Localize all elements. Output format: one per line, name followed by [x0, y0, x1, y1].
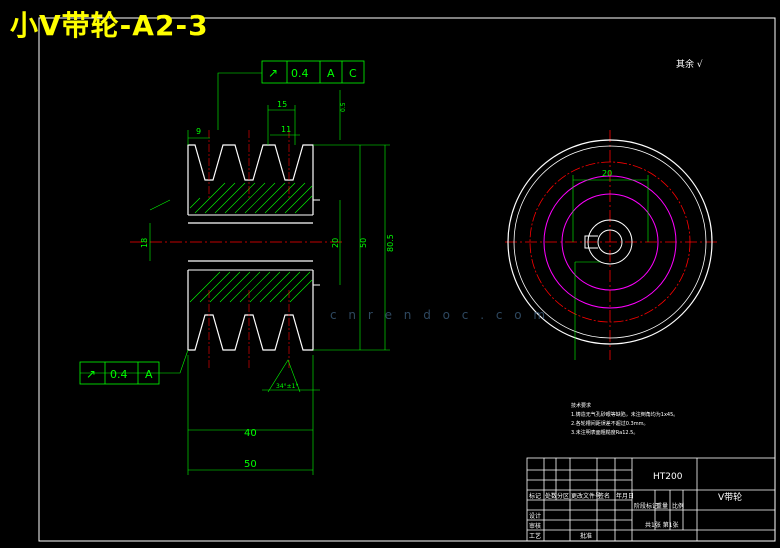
fcf-bottom-symbol: ↗ [86, 367, 96, 381]
front-view: 20 [505, 130, 720, 360]
dim-front-top: 20 [602, 169, 612, 178]
hatch-top [189, 182, 313, 214]
fcf-top [261, 60, 365, 84]
roughness-symbol-icon: √ [696, 60, 703, 70]
tb-label-design: 设计 [529, 513, 542, 520]
tb-label-change: 更改文件号 [571, 493, 602, 500]
tech-note-1: 1.铸造无气孔砂眼等缺陷，未注倒角均为1x45。 [571, 412, 679, 418]
pitch-circle [529, 161, 691, 323]
groove-circle-1 [513, 145, 707, 339]
roughness-label: 其余 [676, 60, 695, 70]
section-dimensions [80, 72, 390, 475]
tb-label-stage: 阶段标记 [634, 503, 659, 510]
fcf-bottom-datum1: A [145, 368, 153, 381]
dim-groove-pitch: 15 [277, 100, 287, 109]
tb-label-scale: 比例 [672, 503, 685, 510]
tb-label-count: 处数 [545, 493, 558, 500]
title-block [526, 457, 776, 542]
outer-circle [507, 139, 713, 345]
keyway [584, 235, 598, 249]
tb-label-date: 年月日 [616, 493, 635, 500]
dim-tolerance: 0.5 [340, 102, 347, 112]
inner-circle-1 [543, 175, 677, 309]
fcf-bottom-value: 0.4 [110, 368, 128, 381]
front-dimensions [572, 175, 649, 360]
title-block-material: HT200 [653, 472, 683, 482]
bore-circle [597, 229, 623, 255]
tb-label-zone: 分区 [557, 493, 570, 500]
roughness-note: 其余 √ [676, 57, 703, 70]
fcf-top-symbol: ↗ [268, 66, 278, 80]
tech-note-3: 3.未注明表面粗糙度Ra12.5。 [571, 430, 639, 436]
drawing-title: 小V带轮-A2-3 [10, 9, 209, 42]
title-block-sheet: 共1张 第1张 [645, 522, 679, 529]
groove-axes [208, 130, 290, 370]
tech-notes: 技术要求 1.铸造无气孔砂眼等缺陷，未注倒角均为1x45。 2.各轮槽间距误差不… [571, 402, 678, 438]
fcf-top-value: 0.4 [291, 67, 309, 80]
title-block-part-name: V带轮 [718, 493, 743, 503]
pulley-bottom-outline [187, 270, 314, 351]
pulley-top-outline [187, 144, 314, 215]
watermark-text: c n r e n d o c . c o m [330, 308, 550, 322]
tb-label-approve: 批准 [580, 533, 593, 540]
tb-label-weight: 重量 [656, 503, 669, 510]
tb-label-process: 工艺 [529, 533, 542, 540]
dim-inner-len: 40 [244, 428, 257, 439]
dim-hub-dia: 50 [359, 238, 368, 248]
section-view [79, 60, 390, 475]
dim-right: 20 [331, 238, 340, 248]
tb-label-sign: 签名 [598, 493, 611, 500]
tb-label-mark: 标记 [529, 493, 542, 500]
hatch-bottom [189, 271, 313, 303]
dim-angle: 34°±1° [276, 383, 298, 390]
fcf-top-datum1: A [327, 67, 335, 80]
dim-edge-offset: 9 [196, 127, 201, 136]
dim-groove-width: 11 [281, 125, 291, 134]
tech-note-2: 2.各轮槽间距误差不超过0.3mm。 [571, 421, 649, 427]
fcf-top-datum2: C [349, 67, 357, 80]
hub-circle [587, 219, 633, 265]
tech-note-heading: 技术要求 [571, 403, 592, 409]
dim-total-len: 50 [244, 459, 257, 470]
tb-label-review: 审核 [529, 523, 542, 530]
fcf-bottom [79, 361, 160, 385]
inner-circle-2 [561, 193, 659, 291]
dim-bore: 18 [140, 238, 149, 248]
dim-overall-dia: 80.5 [386, 234, 395, 252]
drawing-border [38, 17, 776, 542]
